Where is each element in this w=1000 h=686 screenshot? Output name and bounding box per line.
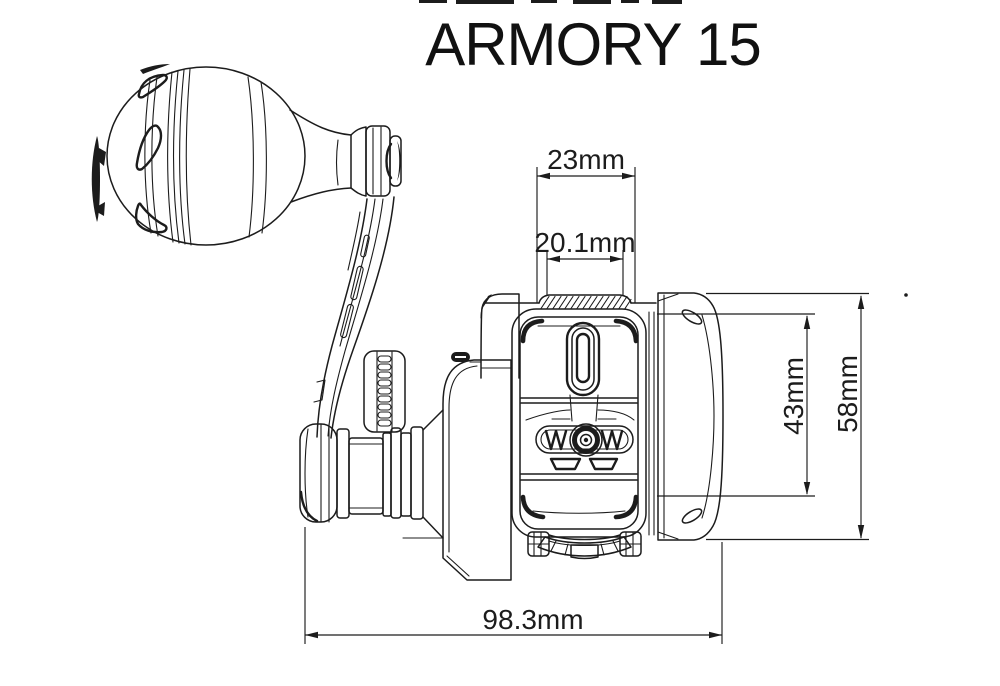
cropped-text-remnant	[419, 0, 682, 4]
drawing-title: ARMORY 15	[425, 11, 761, 78]
right-side-plate	[657, 292, 724, 541]
dimension-spool-inner-width: 20.1mm	[534, 227, 636, 296]
cast-control-knob	[363, 350, 406, 433]
handle-nut	[350, 125, 402, 197]
dimensions: 23mm 20.1mm 43mm 58mm	[304, 144, 869, 644]
frame-post	[451, 293, 520, 379]
left-side-plate	[442, 359, 512, 581]
dimension-label-23mm: 23mm	[547, 144, 625, 175]
reel-drawing	[91, 64, 908, 581]
dimension-label-43mm: 43mm	[778, 357, 809, 435]
dimension-label-98-3mm: 98.3mm	[482, 604, 583, 635]
reel-frame	[511, 308, 655, 538]
spool-lip	[483, 294, 657, 310]
level-wind	[535, 423, 634, 457]
speck	[904, 293, 908, 297]
dimension-label-20-1mm: 20.1mm	[534, 227, 635, 258]
handle-knob	[91, 64, 352, 246]
drag-stack	[299, 409, 444, 539]
dimension-overall-length: 98.3mm	[304, 527, 723, 644]
dimension-label-58mm: 58mm	[832, 355, 863, 433]
spool-release-slot	[565, 321, 601, 397]
handle-arm	[313, 196, 395, 439]
reel-foot	[527, 531, 642, 560]
dimension-body-inner-height: 43mm	[657, 313, 815, 497]
dimension-spool-outer-width: 23mm	[536, 144, 636, 303]
dimension-body-outer-height: 58mm	[706, 292, 869, 541]
